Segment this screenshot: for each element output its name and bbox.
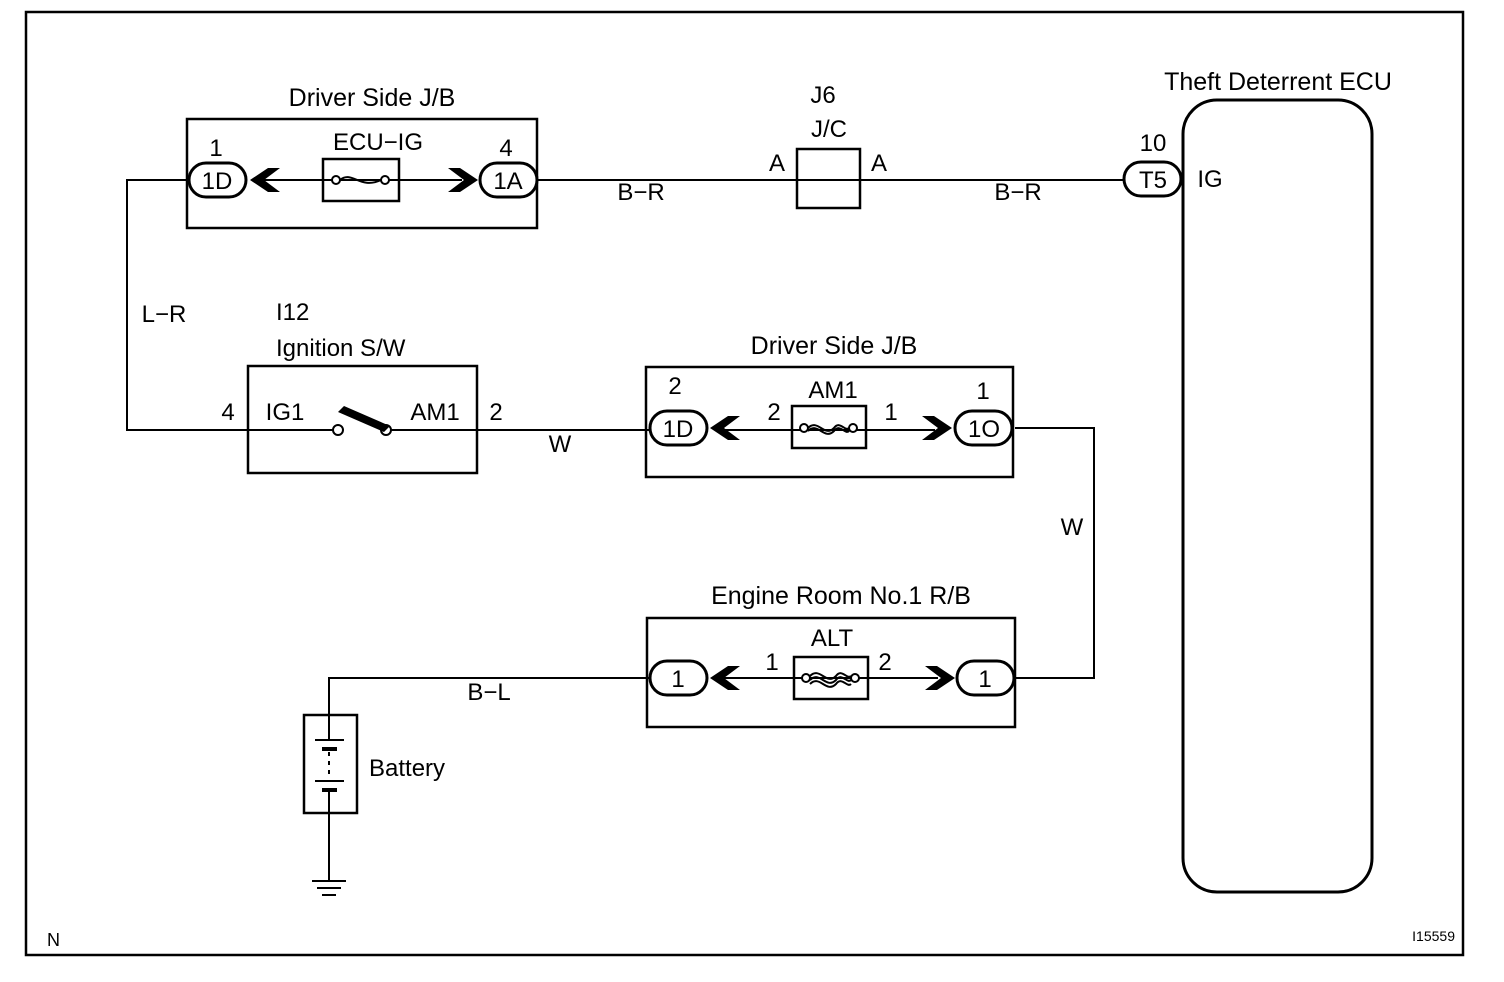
- wire-label-w-2: W: [1061, 514, 1084, 541]
- connector-1a: [478, 161, 539, 199]
- jc-left-terminal: A: [769, 150, 785, 177]
- wire-lr: [126, 179, 248, 431]
- fuse-icon: [331, 175, 390, 185]
- fuse-alt-label: ALT: [811, 625, 854, 652]
- jb-mid-left-pin: 2: [668, 373, 681, 400]
- ignition-left-pin: 4: [221, 399, 234, 426]
- ecu-title: Theft Deterrent ECU: [1164, 68, 1392, 96]
- junction-block-mid: Driver Side J/B 2 1D 2 AM1 1 1 1O: [644, 332, 1015, 479]
- battery: Battery: [302, 713, 445, 815]
- battery-label: Battery: [369, 755, 445, 782]
- wire-bl: [328, 677, 650, 715]
- switch-icon: [248, 406, 477, 436]
- ignition-box: [246, 364, 479, 475]
- ignition-name: Ignition S/W: [276, 335, 406, 362]
- ignition-switch: I12 Ignition S/W 4 IG1 AM1 2: [221, 299, 503, 475]
- wire-w-2: [1015, 427, 1095, 679]
- connector-t5-label: T5: [1139, 167, 1167, 194]
- connector-rb-left-label: 1: [671, 666, 684, 693]
- wire-label-w-1: W: [549, 431, 572, 458]
- chevron-right-icon: [925, 666, 955, 690]
- corner-mark: N: [47, 930, 60, 950]
- ignition-right-terminal: AM1: [410, 399, 459, 426]
- junction-connector: J6 J/C A A: [769, 82, 887, 210]
- wire-label-br-1: B−R: [617, 179, 664, 206]
- fuse-am1-label: AM1: [808, 377, 857, 404]
- battery-box: [302, 713, 359, 815]
- connector-rb-right: [955, 659, 1016, 697]
- connector-1a-label: 1A: [493, 168, 522, 195]
- chevron-left-icon: [710, 666, 740, 690]
- jb-mid-fuse-right-pin: 1: [884, 399, 897, 426]
- jc-box: [795, 147, 862, 210]
- jb-mid-title: Driver Side J/B: [751, 332, 918, 360]
- connector-rb-right-label: 1: [978, 666, 991, 693]
- fuse-am1: [790, 404, 868, 450]
- rb-fuse-left-pin: 1: [765, 649, 778, 676]
- ignition-code: I12: [276, 299, 309, 326]
- jb-mid-box: [644, 365, 1015, 479]
- jb-mid-right-pin: 1: [976, 378, 989, 405]
- diagram-id: I15559: [1412, 928, 1455, 944]
- connector-1d-mid: [648, 409, 709, 447]
- chevron-right-icon: [922, 416, 952, 440]
- fuse-icon: [801, 672, 860, 688]
- rb-box: [645, 616, 1017, 729]
- connector-1o-label: 1O: [968, 416, 1000, 443]
- wire-label-lr: L−R: [142, 301, 187, 328]
- connector-1o: [953, 409, 1014, 447]
- ground-icon: [312, 880, 346, 896]
- fuse-ecu-ig: [321, 157, 401, 203]
- chevron-left-icon: [710, 416, 740, 440]
- connector-t5: [1122, 160, 1183, 198]
- relay-block: Engine Room No.1 R/B 1 1 ALT 2 1: [645, 582, 1017, 729]
- jb-top-right-pin: 4: [499, 135, 512, 162]
- wire-label-bl: B−L: [467, 679, 510, 706]
- jc-code: J6: [810, 82, 835, 109]
- jb-top-title: Driver Side J/B: [289, 84, 456, 112]
- rb-title: Engine Room No.1 R/B: [711, 582, 971, 610]
- ignition-left-terminal: IG1: [266, 399, 305, 426]
- rb-fuse-right-pin: 2: [878, 649, 891, 676]
- connector-1d-mid-label: 1D: [663, 416, 694, 443]
- connector-1d-top: [187, 161, 248, 199]
- jb-mid-fuse-left-pin: 2: [767, 399, 780, 426]
- ecu-terminal: IG: [1197, 166, 1222, 193]
- chevron-left-icon: [250, 168, 280, 192]
- diagram-frame: [24, 10, 1465, 957]
- fuse-icon: [799, 423, 858, 435]
- ecu-box: [1181, 98, 1374, 894]
- wires: [126, 179, 1124, 880]
- ignition-right-pin: 2: [489, 399, 502, 426]
- fuse-ecu-ig-label: ECU−IG: [333, 129, 423, 156]
- fuse-alt: [792, 655, 870, 701]
- wire-label-br-2: B−R: [994, 179, 1041, 206]
- jc-right-terminal: A: [871, 150, 887, 177]
- ecu-pin: 10: [1140, 130, 1167, 157]
- chevron-right-icon: [448, 168, 478, 192]
- theft-deterrent-ecu: Theft Deterrent ECU 10 T5 IG: [1122, 68, 1392, 894]
- connector-1d-top-label: 1D: [202, 168, 233, 195]
- jc-name: J/C: [811, 116, 847, 143]
- jb-top-left-pin: 1: [209, 135, 222, 162]
- junction-block-top: Driver Side J/B 1 1D ECU−IG 4 1A: [185, 84, 539, 230]
- connector-rb-left: [648, 659, 709, 697]
